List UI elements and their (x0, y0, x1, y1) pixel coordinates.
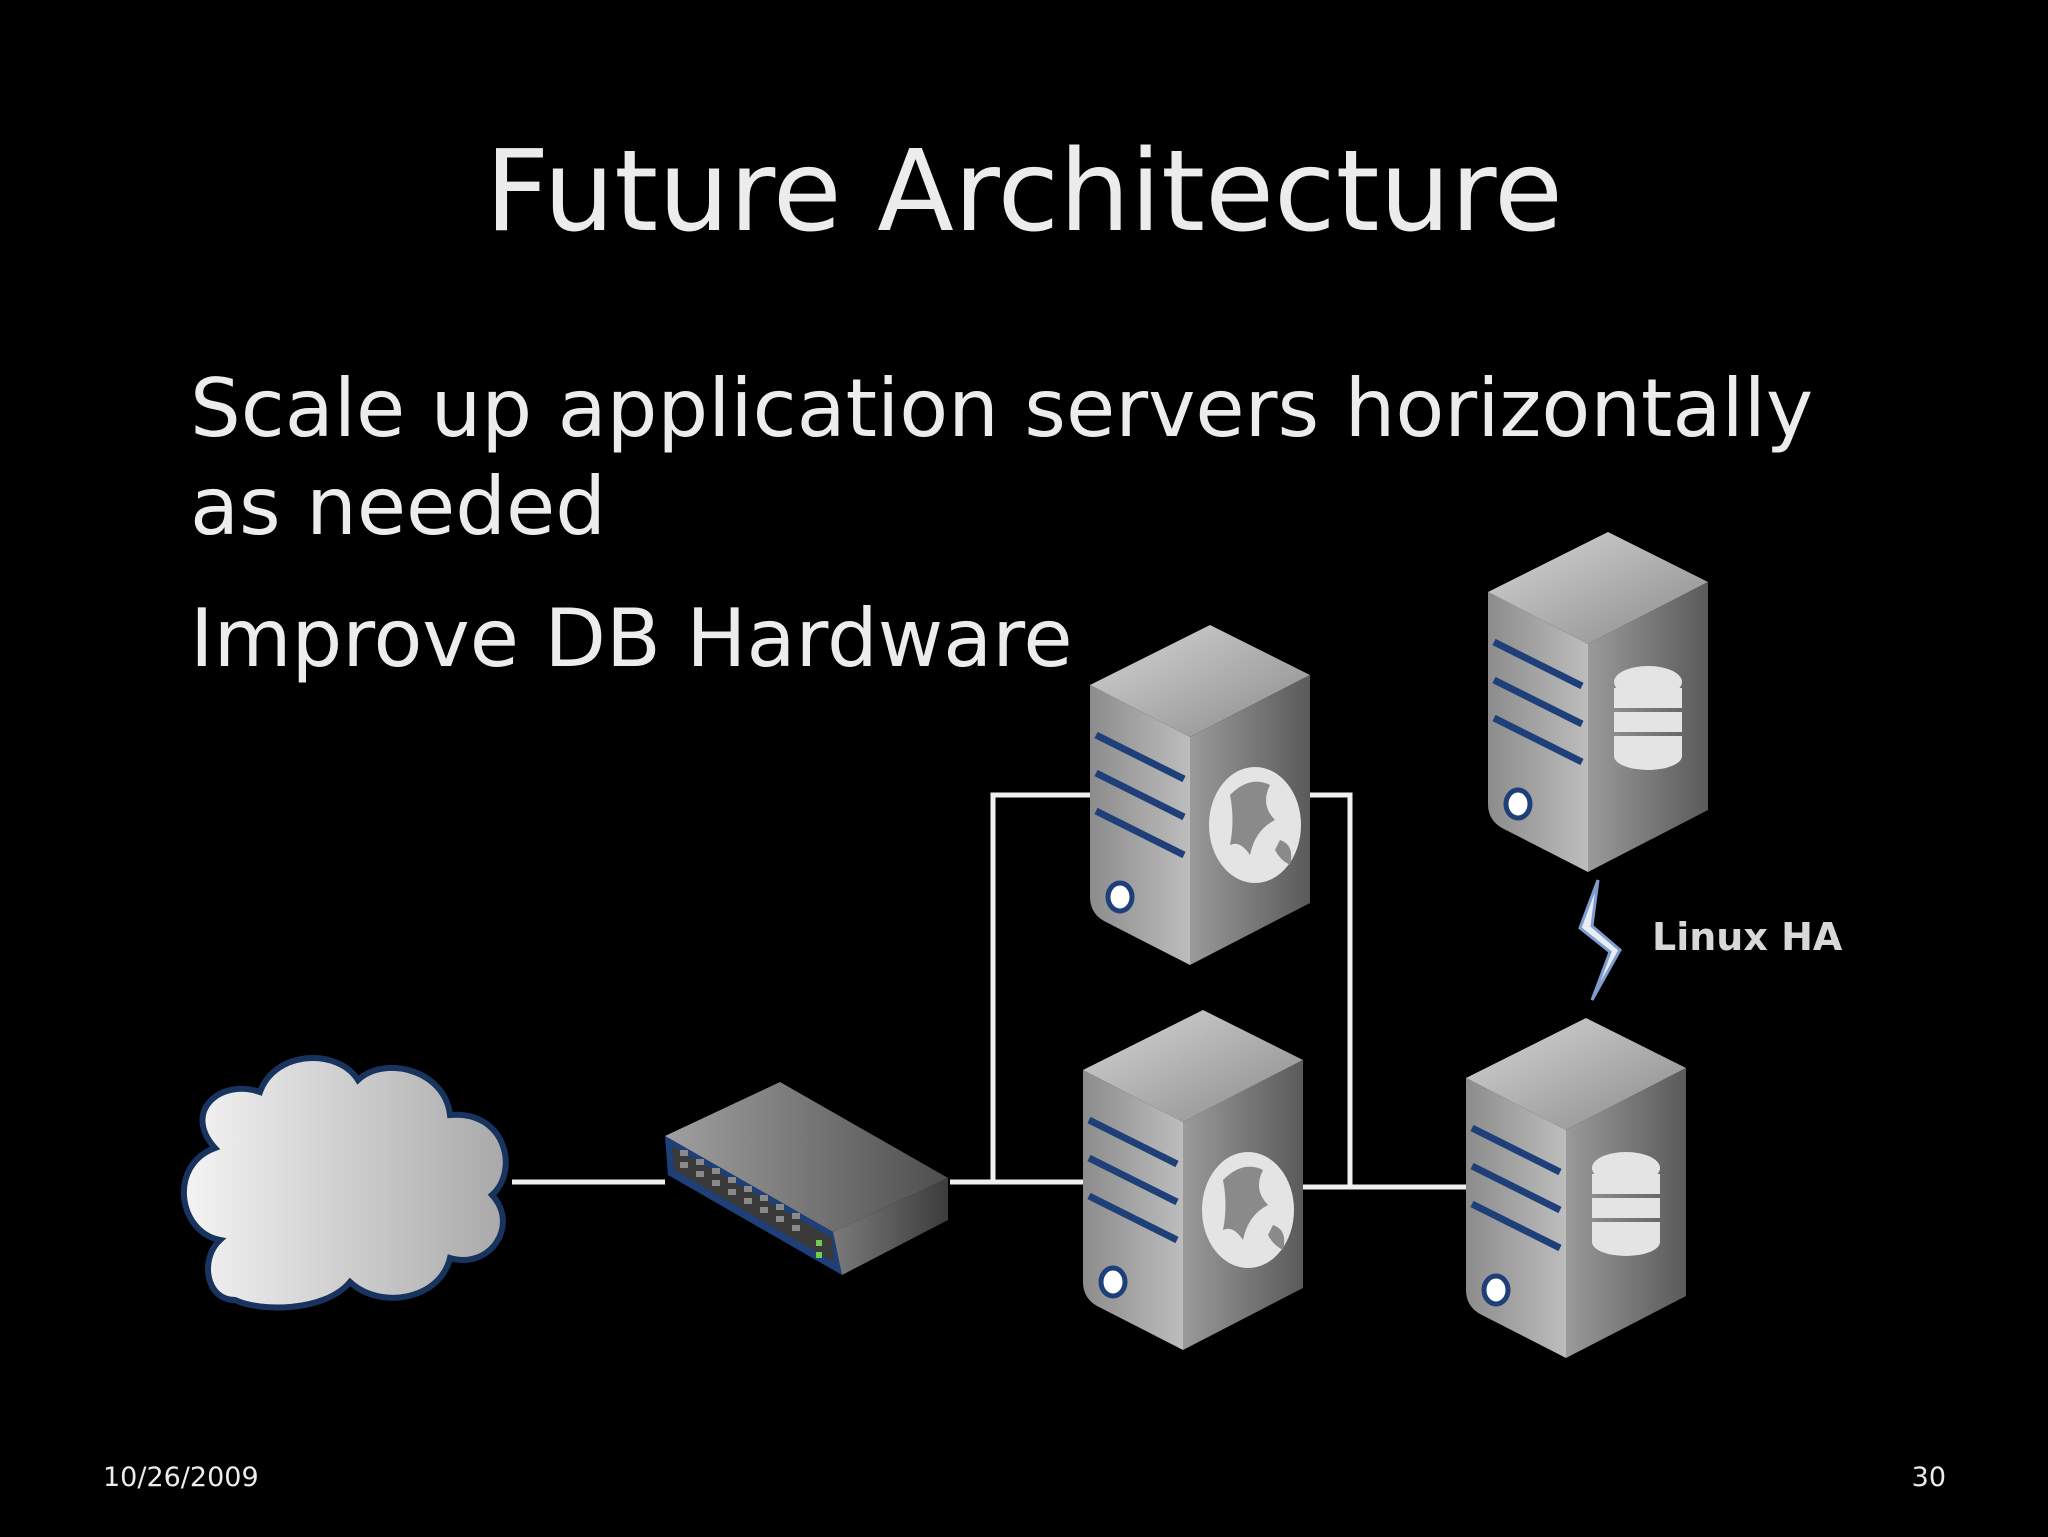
page-number: 30 (1911, 1462, 1946, 1493)
slide-title: Future Architecture (485, 127, 1563, 257)
web-server-icon (1083, 1010, 1303, 1350)
connection-lines (512, 792, 1470, 1190)
globe-icon (1202, 1152, 1294, 1268)
web-server-icon (1090, 625, 1310, 965)
switch-icon (665, 1082, 948, 1275)
database-server-icon (1488, 532, 1708, 872)
lightning-bolt-icon (1578, 879, 1622, 1001)
bullet-item: Improve DB Hardware (190, 592, 1073, 685)
ha-label: Linux HA (1652, 915, 1843, 959)
database-server-icon (1466, 1018, 1686, 1358)
database-icon (1592, 1152, 1660, 1256)
footer-date: 10/26/2009 (103, 1462, 259, 1493)
globe-icon (1209, 767, 1301, 883)
database-icon (1614, 666, 1682, 770)
bullet-item: Scale up application servers horizontall… (190, 362, 1814, 553)
cloud-icon (180, 1055, 509, 1311)
bullet-list: Scale up application servers horizontall… (190, 360, 1910, 722)
